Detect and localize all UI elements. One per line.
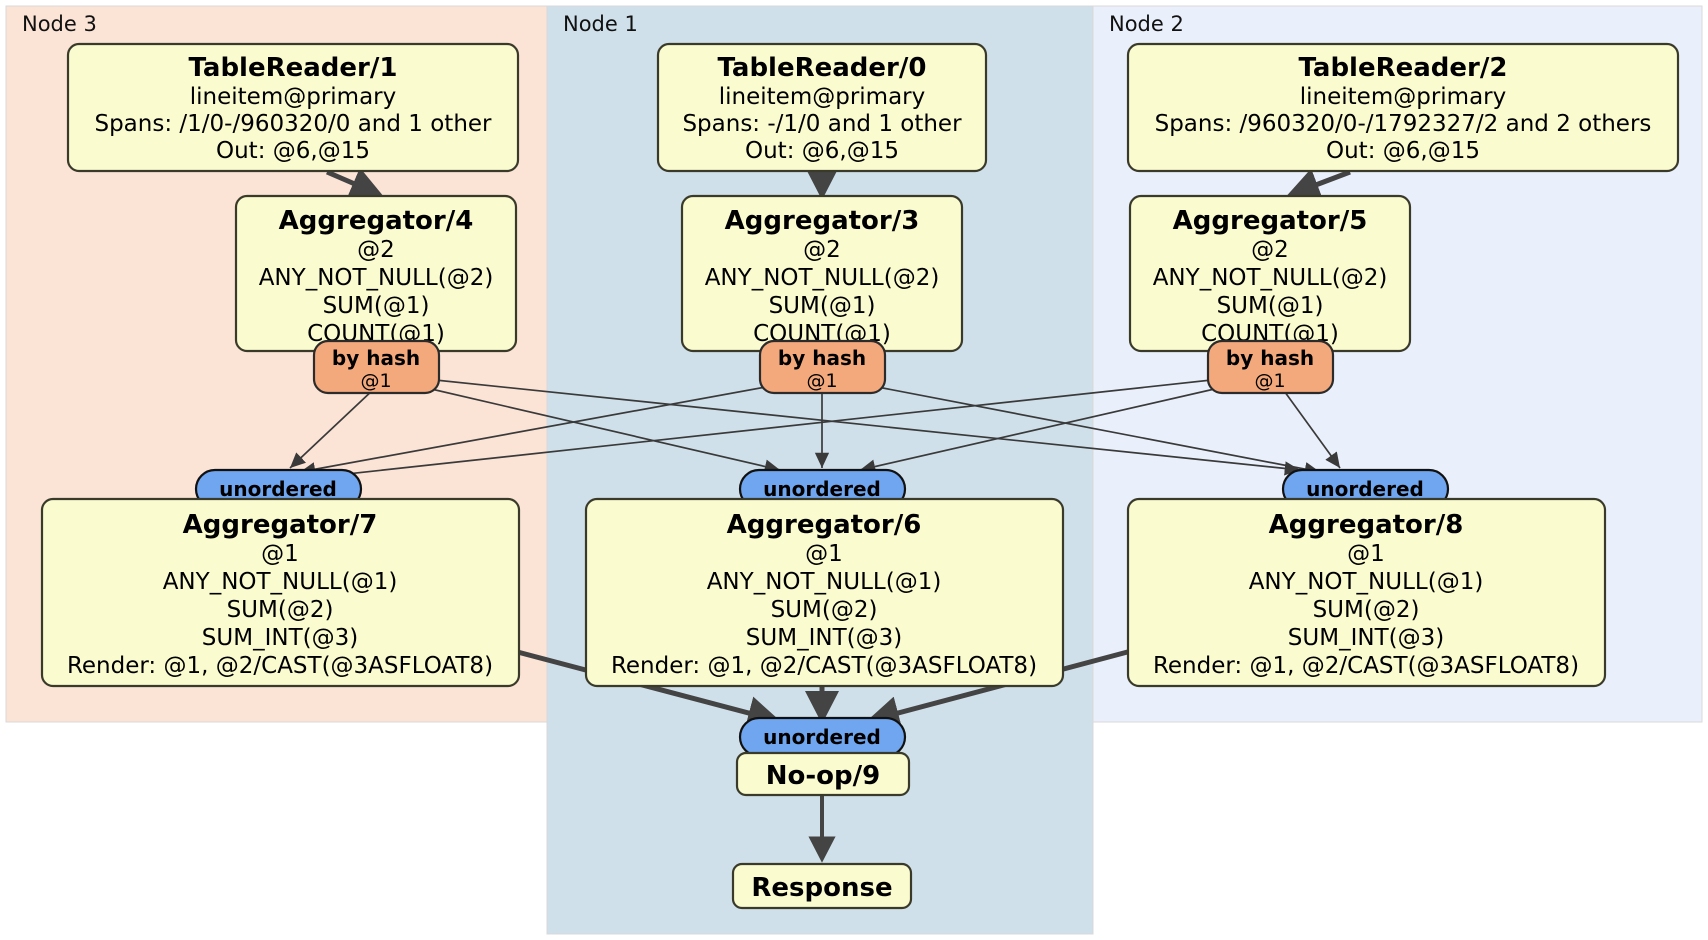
synchronizer-label: unordered <box>219 477 337 501</box>
processor-title: Aggregator/8 <box>1269 510 1464 540</box>
router-title: by hash <box>332 346 420 370</box>
edge-byhash-right-to-unordered-left <box>309 377 1231 484</box>
processor-aggregator6[interactable]: Aggregator/6 @1 ANY_NOT_NULL(@1) SUM(@2)… <box>584 497 1065 688</box>
processor-title: Aggregator/6 <box>727 510 922 540</box>
processor-line: SUM(@1) <box>1217 293 1324 319</box>
router-byhash-left[interactable]: by hash @1 <box>312 339 441 395</box>
processor-line: @1 <box>1347 541 1385 567</box>
processor-aggregator7[interactable]: Aggregator/7 @1 ANY_NOT_NULL(@1) SUM(@2)… <box>40 497 521 688</box>
processor-line: ANY_NOT_NULL(@2) <box>259 265 494 291</box>
edge-byhash-right-to-unordered-right <box>1281 387 1341 469</box>
processor-noop9[interactable]: No-op/9 <box>735 751 911 797</box>
processor-line: Out: @6,@15 <box>1326 138 1480 164</box>
edge-byhash-left-to-unordered-center <box>413 384 781 474</box>
processor-line: ANY_NOT_NULL(@1) <box>707 569 942 595</box>
processor-line: Spans: -/1/0 and 1 other <box>682 111 962 137</box>
processor-title: TableReader/1 <box>189 53 398 83</box>
processor-line: Spans: /960320/0-/1792327/2 and 2 others <box>1155 111 1652 137</box>
processor-line: SUM(@1) <box>769 293 876 319</box>
processor-tablereader1[interactable]: TableReader/1 lineitem@primary Spans: /1… <box>66 42 520 173</box>
synchronizer-label: unordered <box>763 477 881 501</box>
processor-line: @1 <box>805 541 843 567</box>
processor-line: SUM(@2) <box>1313 597 1420 623</box>
processor-title: Aggregator/4 <box>279 206 474 236</box>
edge-byhash-left-to-unordered-right <box>415 377 1301 476</box>
processor-line: @2 <box>803 237 841 263</box>
node-panel-label-node2: Node 2 <box>1109 12 1184 36</box>
processor-response[interactable]: Response <box>731 862 913 910</box>
synchronizer-label: unordered <box>763 725 881 749</box>
router-byhash-right[interactable]: by hash @1 <box>1206 339 1335 395</box>
processor-line: Render: @1, @2/CAST(@3ASFLOAT8) <box>67 653 493 679</box>
processor-line: @2 <box>1251 237 1289 263</box>
processor-aggregator8[interactable]: Aggregator/8 @1 ANY_NOT_NULL(@1) SUM(@2)… <box>1126 497 1607 688</box>
processor-tablereader2[interactable]: TableReader/2 lineitem@primary Spans: /9… <box>1126 42 1680 173</box>
processor-line: Out: @6,@15 <box>745 138 899 164</box>
processor-line: @2 <box>357 237 395 263</box>
processor-line: lineitem@primary <box>719 84 925 110</box>
processor-aggregator4[interactable]: Aggregator/4 @2 ANY_NOT_NULL(@2) SUM(@1)… <box>234 194 518 353</box>
edge-byhash-center-to-unordered-right <box>861 383 1321 477</box>
processor-line: Spans: /1/0-/960320/0 and 1 other <box>94 111 492 137</box>
node-panel-label-node1: Node 1 <box>563 12 638 36</box>
processor-title: TableReader/0 <box>718 53 927 83</box>
processor-title: Aggregator/3 <box>725 206 920 236</box>
router-subtitle: @1 <box>806 370 837 392</box>
processor-line: SUM(@1) <box>323 293 430 319</box>
processor-line: Render: @1, @2/CAST(@3ASFLOAT8) <box>1153 653 1579 679</box>
processor-aggregator5[interactable]: Aggregator/5 @2 ANY_NOT_NULL(@2) SUM(@1)… <box>1128 194 1412 353</box>
processor-line: Render: @1, @2/CAST(@3ASFLOAT8) <box>611 653 1037 679</box>
router-title: by hash <box>778 346 866 370</box>
processor-line: ANY_NOT_NULL(@2) <box>705 265 940 291</box>
processor-title: No-op/9 <box>766 761 880 791</box>
edge-byhash-left-to-unordered-left <box>289 387 376 469</box>
processor-line: lineitem@primary <box>190 84 396 110</box>
edge-byhash-right-to-unordered-center <box>859 384 1233 474</box>
router-title: by hash <box>1226 346 1314 370</box>
processor-line: Out: @6,@15 <box>216 138 370 164</box>
processor-title: TableReader/2 <box>1299 53 1508 83</box>
router-subtitle: @1 <box>360 370 391 392</box>
synchronizer-label: unordered <box>1306 477 1424 501</box>
edge-byhash-center-to-unordered-left <box>299 383 783 477</box>
processor-line: SUM(@2) <box>771 597 878 623</box>
processor-line: SUM(@2) <box>227 597 334 623</box>
edge-tablereader1-to-aggregator4 <box>326 167 384 199</box>
processor-line: lineitem@primary <box>1300 84 1506 110</box>
processor-line: ANY_NOT_NULL(@1) <box>163 569 398 595</box>
processor-line: @1 <box>261 541 299 567</box>
router-subtitle: @1 <box>1254 370 1285 392</box>
edge-tablereader2-to-aggregator5 <box>1286 168 1351 201</box>
processor-line: SUM_INT(@3) <box>1288 625 1444 651</box>
processor-aggregator3[interactable]: Aggregator/3 @2 ANY_NOT_NULL(@2) SUM(@1)… <box>680 194 964 353</box>
synchronizer-unordered-final[interactable]: unordered <box>738 716 907 758</box>
processor-line: ANY_NOT_NULL(@2) <box>1153 265 1388 291</box>
processor-title: Aggregator/7 <box>183 510 378 540</box>
router-byhash-center[interactable]: by hash @1 <box>758 339 887 395</box>
node-panel-label-node3: Node 3 <box>22 12 97 36</box>
processor-tablereader0[interactable]: TableReader/0 lineitem@primary Spans: -/… <box>656 42 988 173</box>
processor-line: ANY_NOT_NULL(@1) <box>1249 569 1484 595</box>
processor-line: SUM_INT(@3) <box>202 625 358 651</box>
processor-title: Response <box>751 873 892 903</box>
processor-title: Aggregator/5 <box>1173 206 1368 236</box>
processor-line: SUM_INT(@3) <box>746 625 902 651</box>
